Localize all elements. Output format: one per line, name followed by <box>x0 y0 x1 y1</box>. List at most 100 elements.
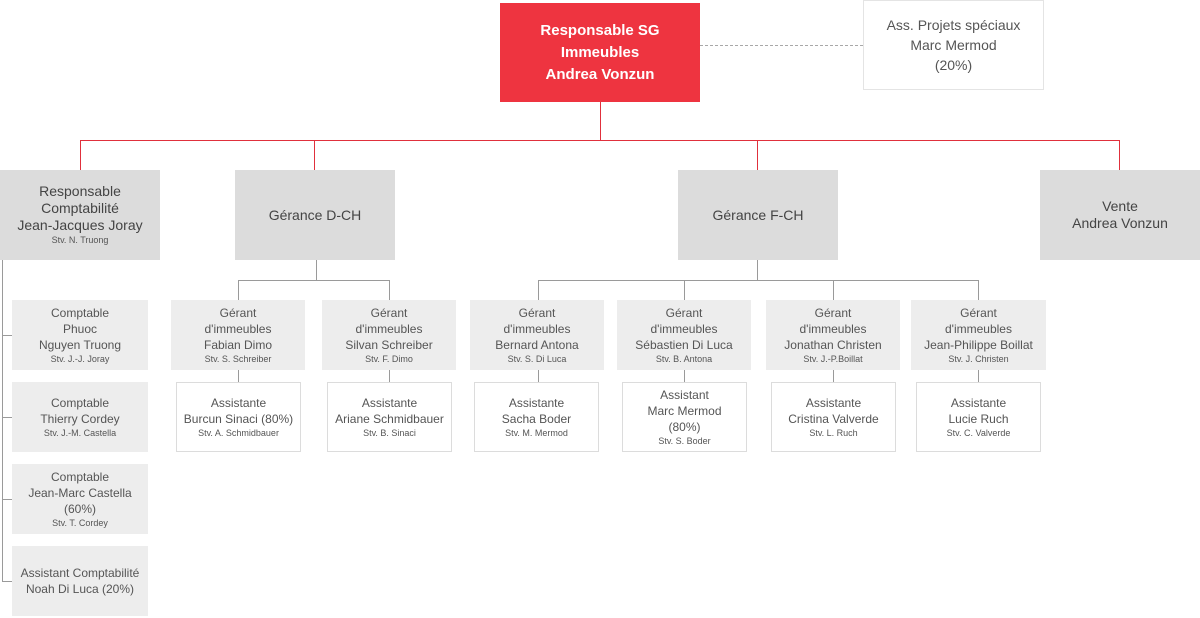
manager-stv: Stv. J.-P.Boillat <box>803 353 863 364</box>
member-name: Thierry Cordey <box>40 411 120 426</box>
connector-dch-1 <box>238 280 239 300</box>
node-assistant: Assistante Sacha Boder Stv. M. Mermod <box>474 382 599 452</box>
node-gerance-fch: Gérance F-CH <box>678 170 838 260</box>
assistant-name: Cristina Valverde <box>788 411 879 426</box>
manager-stv: Stv. J. Christen <box>948 353 1009 364</box>
connector-fch <box>757 140 758 170</box>
connector-dch <box>314 140 315 170</box>
node-assistant: Assistante Burcun Sinaci (80%) Stv. A. S… <box>176 382 301 452</box>
connector-fch-2 <box>684 280 685 300</box>
manager-role-2: d'immeubles <box>799 321 867 336</box>
manager-role: Gérant <box>814 305 852 320</box>
assistant-name: Burcun Sinaci (80%) <box>183 411 294 426</box>
connector-dch-2-assist <box>389 370 390 382</box>
fch-title: Gérance F-CH <box>712 206 804 223</box>
member-percent: (60%) <box>63 501 96 516</box>
node-manager: Gérant d'immeubles Jean-Philippe Boillat… <box>911 300 1046 370</box>
manager-role-2: d'immeubles <box>355 321 423 336</box>
manager-stv: Stv. F. Dimo <box>365 353 413 364</box>
member-role: Comptable <box>50 469 110 484</box>
node-compta-member: Assistant Comptabilité Noah Di Luca (20%… <box>12 546 148 616</box>
assistant-percent: (80%) <box>668 419 701 434</box>
connector-fch-1 <box>538 280 539 300</box>
member-stv: Stv. J.-M. Castella <box>43 427 117 438</box>
assistant-name: Marc Mermod <box>647 403 722 418</box>
node-manager: Gérant d'immeubles Sébastien Di Luca Stv… <box>617 300 751 370</box>
member-name: Jean-Marc Castella <box>28 485 132 500</box>
connector-fch-3 <box>833 280 834 300</box>
member-role: Comptable <box>50 305 110 320</box>
node-special-projects: Ass. Projets spéciaux Marc Mermod (20%) <box>863 0 1044 90</box>
assistant-role: Assistant <box>660 387 709 402</box>
compta-title-2: Comptabilité <box>41 200 119 216</box>
connector-fch-bar <box>538 280 979 281</box>
member-name: Noah Di Luca (20%) <box>25 582 135 596</box>
node-manager: Gérant d'immeubles Bernard Antona Stv. S… <box>470 300 604 370</box>
connector-compta <box>80 140 81 170</box>
connector-dch-1-assist <box>238 370 239 382</box>
manager-role: Gérant <box>370 305 408 320</box>
assistant-name: Sacha Boder <box>501 411 572 426</box>
head-person: Andrea Vonzun <box>545 65 655 83</box>
node-compta-member: Comptable Jean-Marc Castella (60%) Stv. … <box>12 464 148 534</box>
node-compta-member: Comptable Thierry Cordey Stv. J.-M. Cast… <box>12 382 148 452</box>
member-role: Assistant Comptabilité <box>20 566 140 580</box>
assistant-stv: Stv. A. Schmidbauer <box>198 427 279 438</box>
manager-role-2: d'immeubles <box>945 321 1012 336</box>
connector-dch-2 <box>389 280 390 300</box>
connector-dch-down <box>316 260 317 280</box>
node-comptabilite: Responsable Comptabilité Jean-Jacques Jo… <box>0 170 160 260</box>
member-stv: Stv. T. Cordey <box>52 517 108 528</box>
manager-role: Gérant <box>518 305 556 320</box>
manager-stv: Stv. S. Schreiber <box>204 353 272 364</box>
manager-stv: Stv. S. Di Luca <box>507 353 567 364</box>
connector-compta-4 <box>2 581 12 582</box>
assistant-role: Assistante <box>361 395 418 410</box>
node-vente: Vente Andrea Vonzun <box>1040 170 1200 260</box>
node-compta-member: Comptable Phuoc Nguyen Truong Stv. J.-J.… <box>12 300 148 370</box>
manager-stv: Stv. B. Antona <box>655 353 713 364</box>
vente-person: Andrea Vonzun <box>1072 215 1168 231</box>
special-title: Ass. Projets spéciaux <box>886 17 1021 33</box>
manager-role-2: d'immeubles <box>650 321 718 336</box>
connector-fch-4-assist <box>978 370 979 382</box>
member-role: Comptable <box>50 395 110 410</box>
node-assistant: Assistant Marc Mermod (80%) Stv. S. Bode… <box>622 382 747 452</box>
connector-compta-2 <box>2 417 12 418</box>
manager-role-2: d'immeubles <box>204 321 272 336</box>
manager-name: Jean-Philippe Boillat <box>924 337 1033 352</box>
node-assistant: Assistante Cristina Valverde Stv. L. Ruc… <box>771 382 896 452</box>
node-gerance-dch: Gérance D-CH <box>235 170 395 260</box>
connector-vente <box>1119 140 1120 170</box>
node-assistant: Assistante Ariane Schmidbauer Stv. B. Si… <box>327 382 452 452</box>
connector-head-down <box>600 102 601 140</box>
manager-name: Silvan Schreiber <box>345 337 433 352</box>
head-title: Responsable SG <box>540 21 660 39</box>
node-manager: Gérant d'immeubles Jonathan Christen Stv… <box>766 300 900 370</box>
compta-person: Jean-Jacques Joray <box>17 217 143 233</box>
manager-role: Gérant <box>960 305 997 320</box>
manager-role: Gérant <box>665 305 703 320</box>
connector-fch-1-assist <box>538 370 539 382</box>
manager-name: Jonathan Christen <box>784 337 882 352</box>
compta-title-1: Responsable <box>39 183 121 199</box>
vente-title: Vente <box>1102 198 1138 214</box>
assistant-stv: Stv. M. Mermod <box>505 427 568 438</box>
head-subtitle: Immeubles <box>560 43 640 61</box>
assistant-role: Assistante <box>950 395 1007 410</box>
assistant-name: Lucie Ruch <box>948 411 1009 426</box>
assistant-stv: Stv. L. Ruch <box>809 427 858 438</box>
connector-compta-vertical <box>2 260 3 582</box>
assistant-stv: Stv. B. Sinaci <box>363 427 416 438</box>
connector-fch-2-assist <box>684 370 685 382</box>
manager-name: Sébastien Di Luca <box>635 337 733 352</box>
connector-fch-4 <box>978 280 979 300</box>
assistant-role: Assistante <box>210 395 267 410</box>
member-stv: Stv. J.-J. Joray <box>50 353 110 364</box>
assistant-role: Assistante <box>805 395 862 410</box>
connector-dch-bar <box>238 280 390 281</box>
assistant-stv: Stv. C. Valverde <box>946 427 1011 438</box>
special-percent: (20%) <box>934 57 973 73</box>
special-person: Marc Mermod <box>910 37 997 53</box>
connector-fch-3-assist <box>833 370 834 382</box>
